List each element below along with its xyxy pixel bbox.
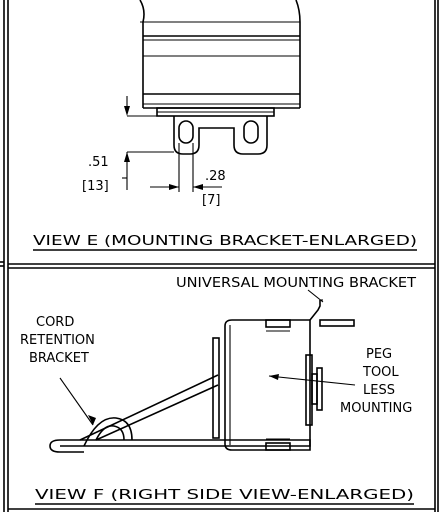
- label-cord-retention-line1: CORD: [36, 315, 74, 330]
- dim-horizontal-inch: .28: [205, 169, 226, 184]
- label-cord-retention-line3: BRACKET: [29, 351, 89, 366]
- label-peg-line2: TOOL: [362, 365, 399, 380]
- label-peg-line3: LESS: [363, 383, 395, 398]
- label-universal-mounting-bracket: UNIVERSAL MOUNTING BRACKET: [176, 276, 416, 291]
- view-f-title: VIEW F (RIGHT SIDE VIEW-ENLARGED): [35, 488, 414, 503]
- view-e-title: VIEW E (MOUNTING BRACKET-ENLARGED): [33, 234, 417, 249]
- label-peg-line1: PEG: [366, 347, 392, 362]
- label-cord-retention-line2: RETENTION: [20, 333, 95, 348]
- view-e-drawing: .51 [13] .28 [7] VIEW E (MOUNTING BRACKE…: [33, 0, 417, 251]
- dim-horizontal-mm: [7]: [202, 193, 220, 208]
- view-f-drawing: UNIVERSAL MOUNTING BRACKET CORD RETENTIO…: [20, 276, 416, 505]
- dim-vertical-inch: .51: [88, 155, 109, 170]
- label-peg-line4: MOUNTING: [340, 401, 412, 416]
- dim-vertical-mm: [13]: [82, 179, 109, 194]
